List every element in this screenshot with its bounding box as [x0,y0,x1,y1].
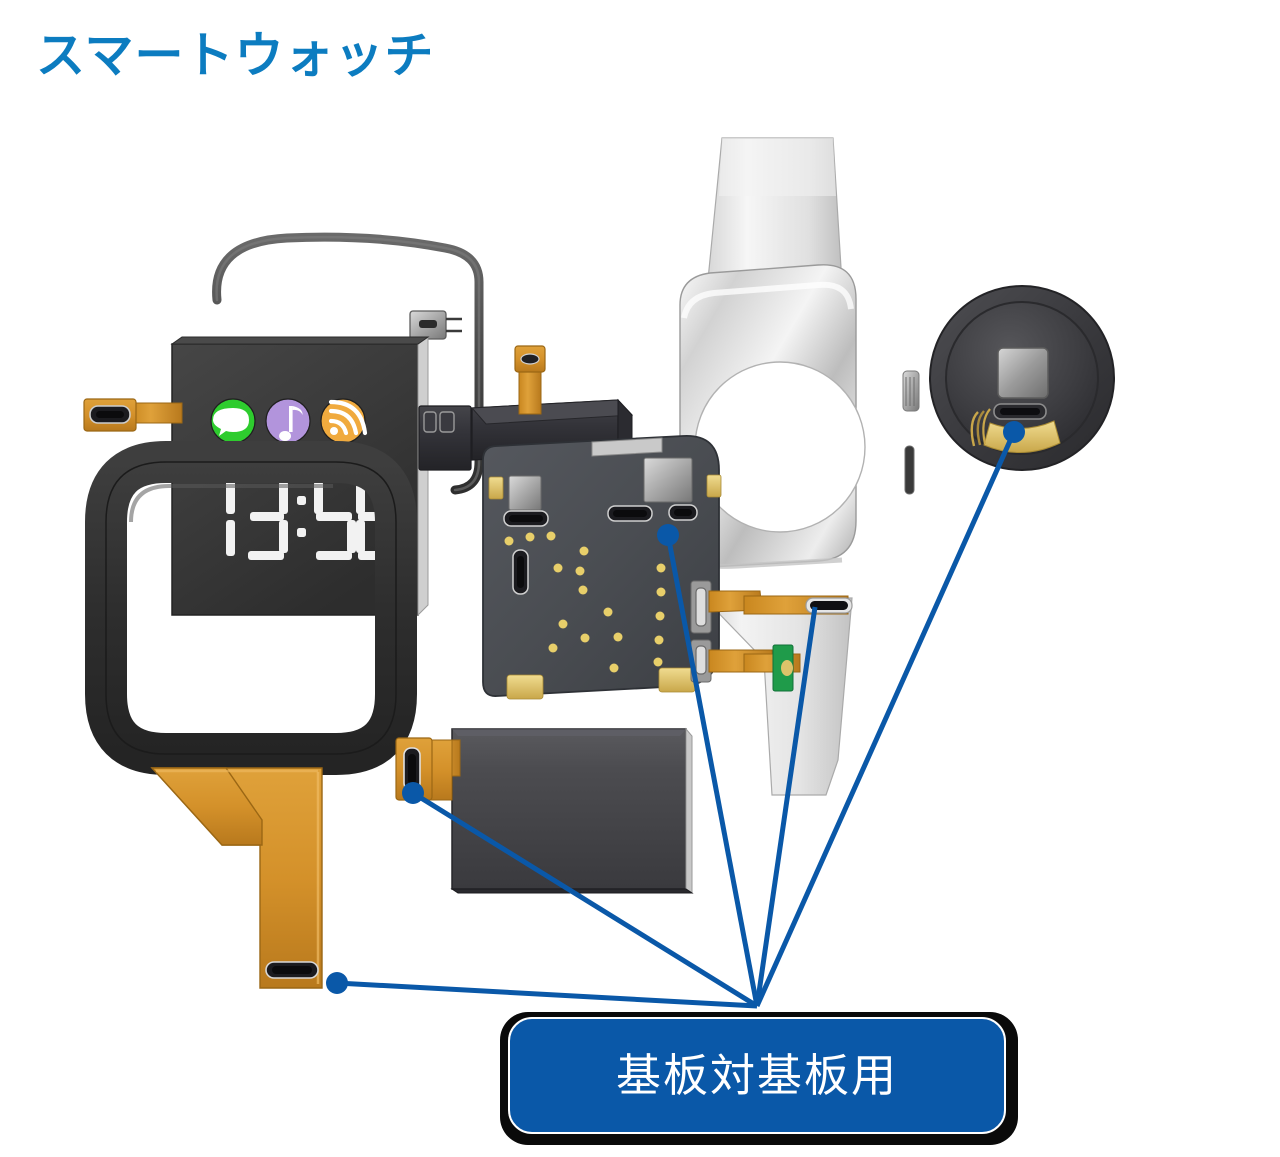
anchor-dot-battery-flex [402,782,424,804]
watch-side-button[interactable] [904,445,915,495]
battery-module [395,727,694,894]
pcb-left-connector-block [418,405,472,471]
pcb-top-flex [514,345,546,415]
callout-label-box[interactable]: 基板対基板用 [500,1012,1018,1145]
pcb-shield-block-2 [643,457,693,503]
display-side-flex-tab [83,398,183,432]
pcb-right-flex-connector-upper [690,580,712,634]
leader-display-flex [336,980,758,1009]
display-module: 13:56 [85,336,430,775]
pcb-connector-right [668,504,698,521]
pcb-connector-left [503,510,549,527]
main-pcb [418,345,722,700]
page-title: スマートウォッチ [36,27,435,84]
pcb-connector-vertical [512,549,529,595]
pcb-gold-pad-bl [506,674,544,700]
leader-battery-flex [411,790,759,1009]
leader-sensor [754,430,1017,1008]
app-icon-row [210,398,368,444]
flex-tab-connector [89,405,131,424]
music-icon[interactable] [265,398,311,444]
watch-case-assembly [679,137,920,796]
callout-label-text: 基板対基板用 [615,1049,898,1102]
watch-crown [902,370,920,412]
sensor-board-to-board-connector [993,403,1047,420]
sensor-module [929,285,1115,471]
pcb-shield-block-1 [508,475,542,511]
leader-case-flex [754,606,818,1007]
pcb-gold-pad-tr [706,474,722,498]
case-flex-cables [708,590,853,692]
watch-strap-lower [702,597,853,796]
pcb-gold-pad-tl [488,476,504,500]
pcb-connector-center [607,505,653,522]
message-icon[interactable] [210,398,256,444]
antenna-cable [212,232,484,495]
battery-board-to-board-connector [403,747,421,791]
callout-leader-lines [336,430,1017,1009]
anchor-dot-mainboard [657,524,679,546]
case-flex-connector-upper [805,597,853,614]
antenna-connector-block [409,310,462,340]
leader-mainboard [665,534,760,1007]
anchor-dot-display-flex [326,972,348,994]
callout-label-inner[interactable]: 基板対基板用 [508,1017,1006,1134]
callout-anchor-dots [326,421,1025,994]
rss-icon[interactable] [320,398,368,444]
pcb-gold-pad-br [658,667,696,693]
anchor-dot-sensor [1003,421,1025,443]
battery-body [451,728,687,890]
display-flex-cable [150,767,323,989]
sensor-window [997,347,1049,399]
display-flex-board-to-board-connector [265,961,319,979]
watch-case-aperture [694,361,866,533]
pcb-via-dots [504,531,666,673]
